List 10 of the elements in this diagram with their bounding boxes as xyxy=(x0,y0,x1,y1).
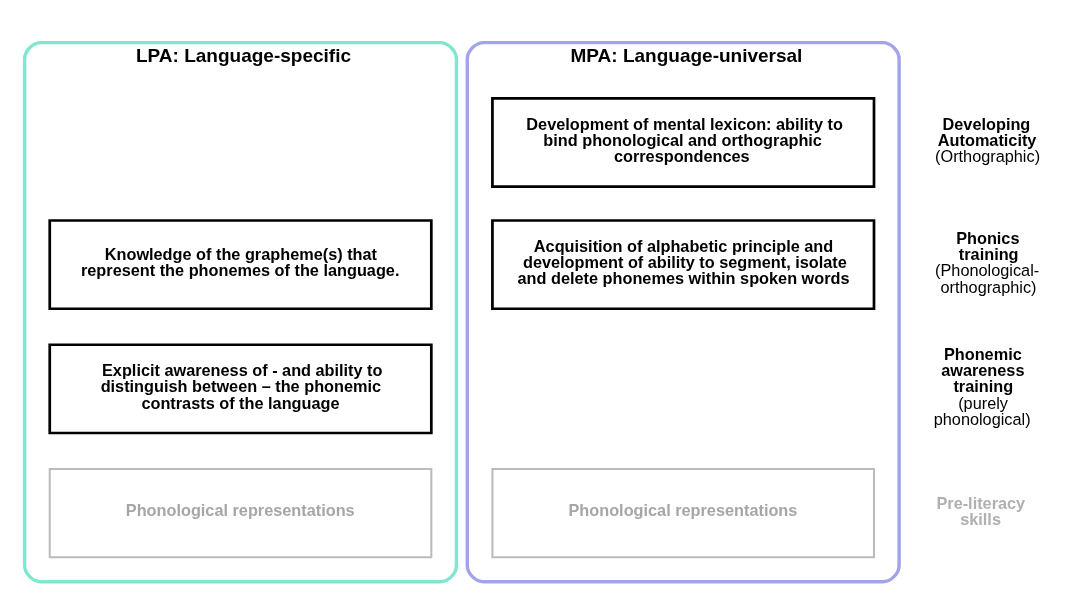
node-box: Knowledge of the grapheme(s) that represent the phonemes of the language. xyxy=(48,218,433,310)
label: Phonics training xyxy=(956,228,1020,263)
label: Developing Automaticity xyxy=(937,114,1037,149)
label: Phonemic awareness training xyxy=(941,344,1025,395)
node-box: Phonological representations xyxy=(48,467,433,558)
node-box: Development of mental lexicon: ability to bind phonological and orthographic correspondences xyxy=(491,96,876,188)
label: Pre-literacy skills xyxy=(936,493,1026,528)
node-box: Explicit awareness of - and ability to distinguish between – the phonemic contrasts of the language xyxy=(48,342,433,434)
node-box: Acquisition of alphabetic principle and development of ability to segment, isolate and delete phonemes within spoken words xyxy=(491,218,876,310)
node-box: Phonological representations xyxy=(491,467,875,558)
